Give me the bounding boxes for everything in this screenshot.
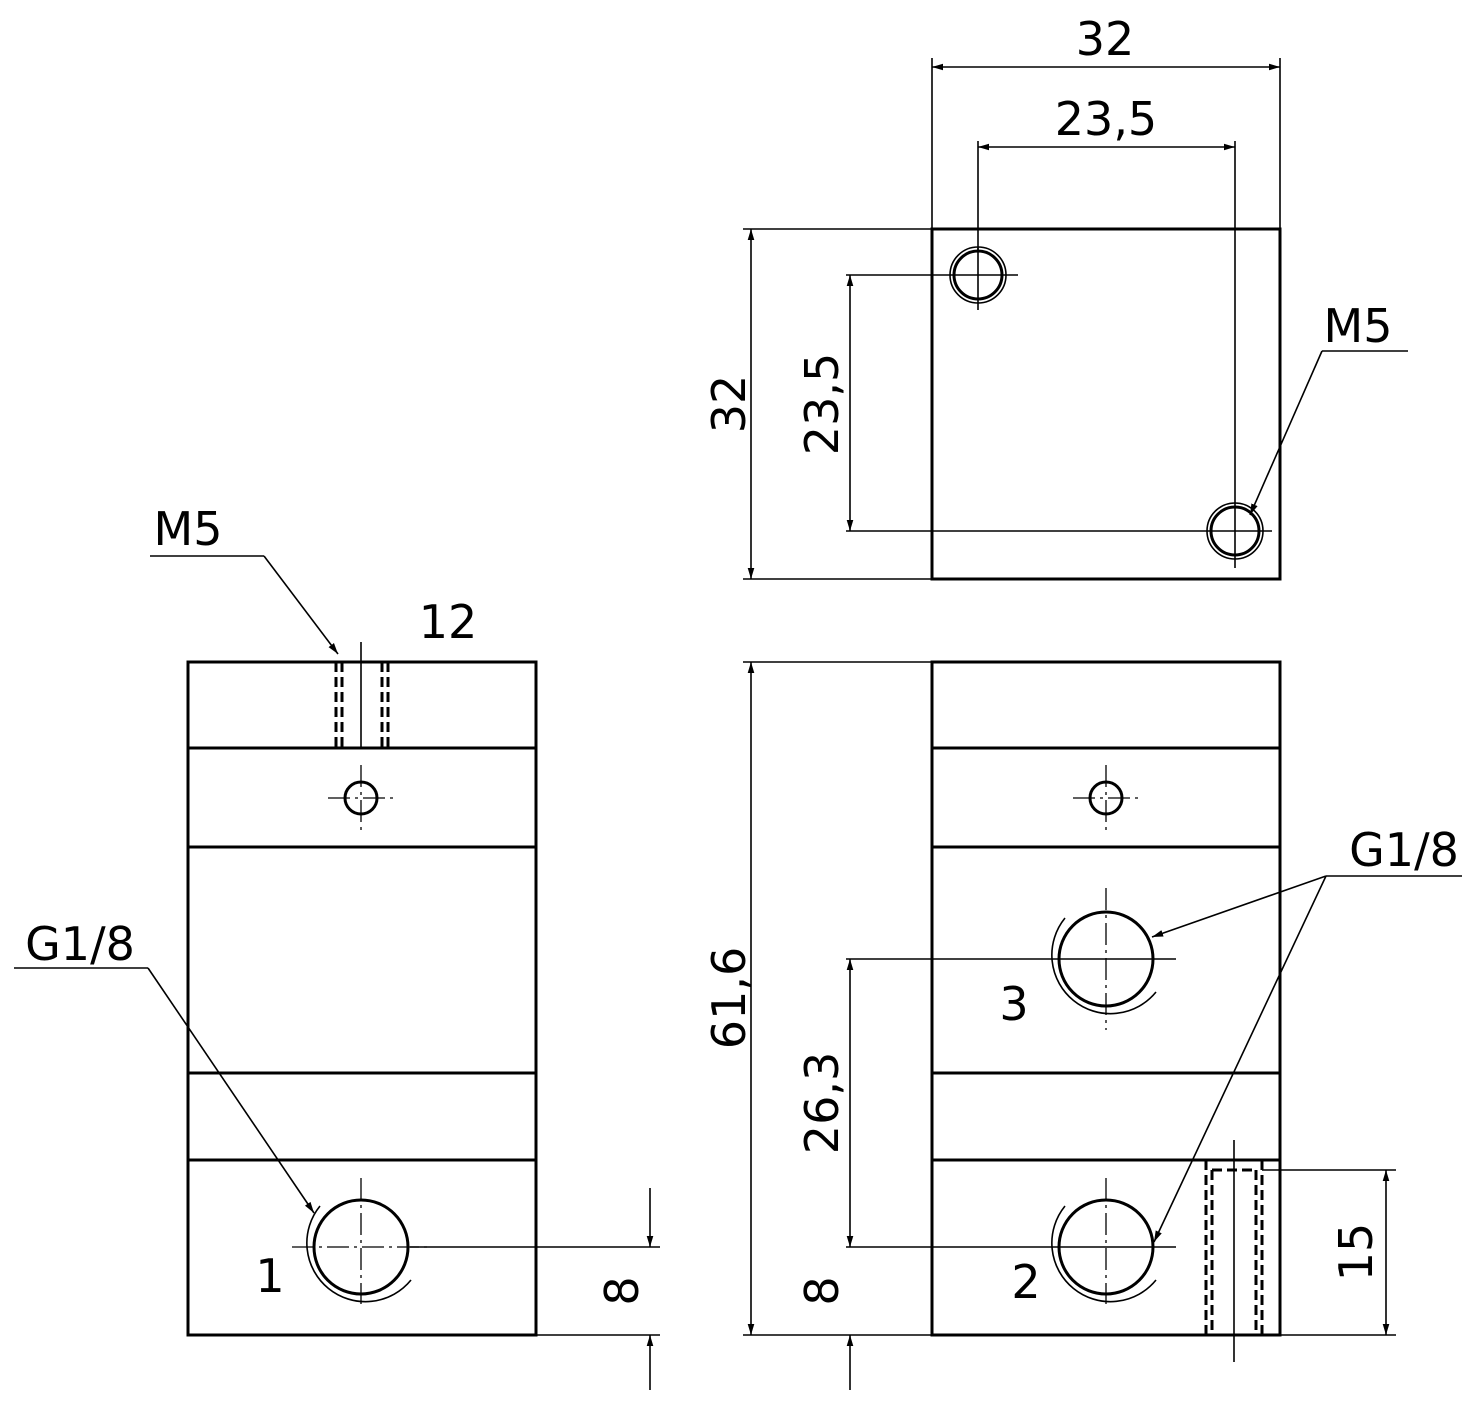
side-port-thread-label: G1/8 [25, 917, 135, 971]
dim-top-height: 32 [702, 375, 756, 434]
dim-side-width: 12 [419, 595, 478, 649]
side-view-small-hole [328, 765, 394, 831]
dim-front-port-spacing: 26,3 [795, 1052, 849, 1154]
dim-front-height: 61,6 [702, 947, 756, 1049]
front-view-hidden-bore [1204, 1140, 1264, 1362]
front-view-port-2 [846, 1178, 1176, 1304]
side-view-hidden-thread [334, 642, 390, 748]
front-port-2-label: 2 [1011, 1255, 1040, 1309]
side-view: 1 M5 12 G1/8 8 [14, 502, 660, 1390]
side-thread-label: M5 [154, 502, 223, 556]
top-view-hole-lower-right [846, 141, 1272, 568]
front-view-port-3 [846, 888, 1176, 1030]
front-view-outline [930, 660, 1282, 1337]
front-port-thread-label: G1/8 [1349, 823, 1459, 877]
dim-top-hole-spacing-y: 23,5 [795, 353, 849, 455]
top-view: 32 23,5 32 23,5 M5 [702, 12, 1408, 581]
top-view-outline [930, 227, 1282, 581]
front-view-small-hole [1073, 765, 1139, 831]
dim-front-mount-depth: 15 [1329, 1223, 1383, 1282]
front-port-3-label: 3 [999, 977, 1028, 1031]
top-view-thread-label: M5 [1324, 299, 1393, 353]
dim-top-width: 32 [1076, 12, 1135, 66]
side-port-number: 1 [255, 1249, 284, 1303]
front-view: 3 2 G1/8 61,6 26,3 [702, 660, 1462, 1390]
dim-front-port-offset: 8 [795, 1276, 849, 1305]
dim-top-hole-spacing-x: 23,5 [1055, 92, 1157, 146]
side-view-outline [186, 660, 538, 1337]
dim-side-port-offset: 8 [595, 1276, 649, 1305]
side-view-port-1 [292, 1178, 660, 1304]
